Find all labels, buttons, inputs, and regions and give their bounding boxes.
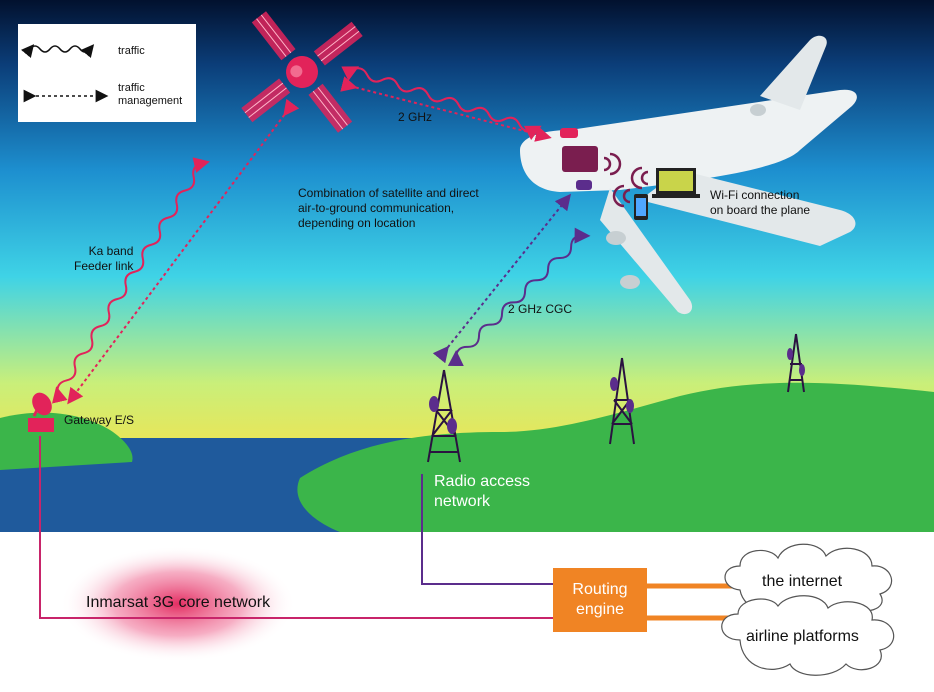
core-network-glow [60,546,296,662]
label-core-network: Inmarsat 3G core network [86,594,271,611]
top-antenna [560,128,578,138]
label-wifi: Wi-Fi connection on board the plane [710,188,811,217]
gateway-dish [28,392,54,432]
tower-2 [609,357,635,445]
link-ran-routing [421,474,553,585]
label-internet: the internet [762,573,843,590]
label-ka-band: Ka band Feeder link [74,244,134,273]
link-feeder-mgmt [67,98,300,405]
label-combination: Combination of satellite and direct air-… [298,186,479,230]
label-2ghz: 2 GHz [398,110,433,124]
legend-traffic-label: traffic [118,45,145,57]
link-gateway-core [39,436,553,619]
label-gateway: Gateway E/S [64,413,135,427]
link-cgc-mgmt [432,193,572,364]
land-right [297,382,934,532]
legend-box: traffic traffic management [18,24,196,122]
legend-traffic-management-label: traffic management [118,82,183,107]
tower-3 [787,333,805,393]
label-cgc: 2 GHz CGC [508,302,573,316]
cloud-airline [721,595,895,676]
legend-wave-icon [20,44,95,59]
onboard-terminal [562,146,598,172]
routing-engine-box: Routing engine [553,568,647,632]
label-radio-access-network: Radio access network [434,473,531,510]
legend-symbols [20,44,109,103]
bottom-antenna [576,180,592,190]
tower-main [427,369,461,463]
label-airline-platforms: airline platforms [746,628,859,645]
airplane [520,35,857,315]
